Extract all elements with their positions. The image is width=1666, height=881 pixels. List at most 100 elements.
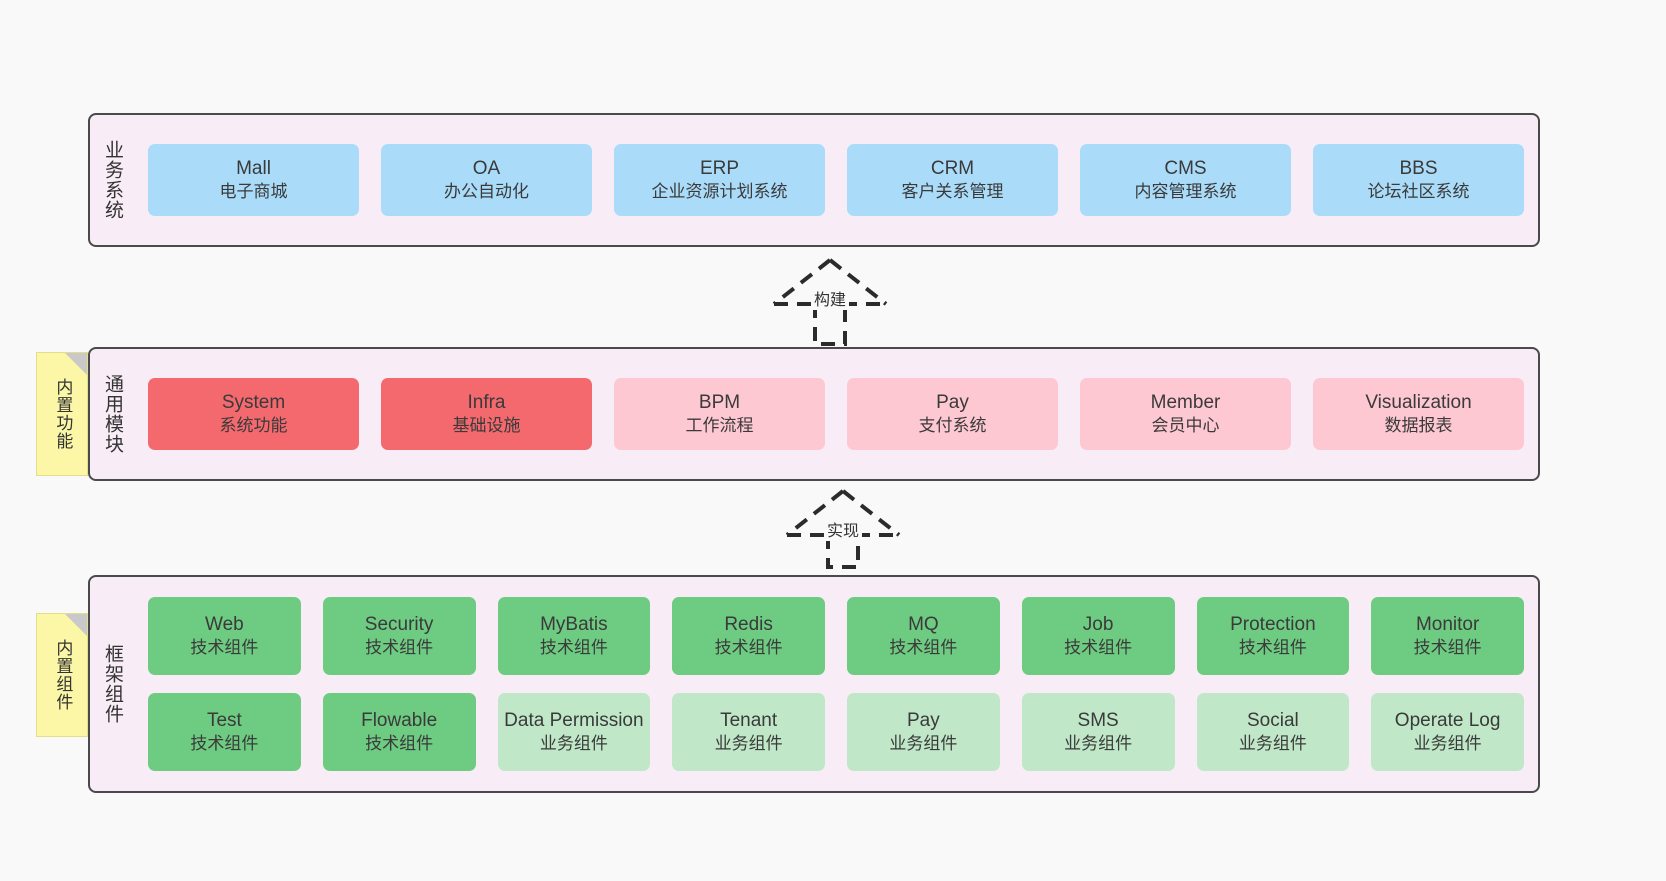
layer-title-modules: 通用模块	[101, 374, 123, 454]
card-subtitle: 技术组件	[190, 734, 259, 754]
card-title: MyBatis	[540, 613, 608, 635]
sticky-note-label: 内置功能	[53, 378, 73, 450]
card-row: Test 技术组件 Flowable 技术组件 Data Permission …	[148, 693, 1524, 771]
card-web[interactable]: Web 技术组件	[148, 597, 301, 675]
card-subtitle: 业务组件	[714, 734, 783, 754]
connector-label: 实现	[823, 517, 863, 541]
card-job[interactable]: Job 技术组件	[1021, 597, 1175, 675]
card-bbs[interactable]: BBS 论坛社区系统	[1313, 144, 1524, 216]
card-title: Member	[1150, 391, 1221, 413]
card-operate-log[interactable]: Operate Log 业务组件	[1371, 693, 1524, 771]
card-mybatis[interactable]: MyBatis 技术组件	[497, 597, 651, 675]
card-title: Social	[1247, 709, 1299, 731]
card-subtitle: 数据报表	[1384, 416, 1453, 436]
card-infra[interactable]: Infra 基础设施	[381, 378, 592, 450]
card-pay[interactable]: Pay 支付系统	[847, 378, 1058, 450]
connector-label: 构建	[810, 286, 850, 310]
connector-build: 构建	[755, 256, 905, 346]
card-subtitle: 工作流程	[685, 416, 754, 436]
card-visualization[interactable]: Visualization 数据报表	[1313, 378, 1524, 450]
card-subtitle: 业务组件	[1238, 734, 1307, 754]
card-subtitle: 技术组件	[1238, 638, 1307, 658]
layer-title-framework: 框架组件	[101, 644, 123, 724]
card-subtitle: 内容管理系统	[1134, 182, 1237, 202]
card-subtitle: 基础设施	[452, 416, 521, 436]
card-title: Flowable	[361, 709, 438, 731]
card-title: Monitor	[1415, 613, 1480, 635]
card-monitor[interactable]: Monitor 技术组件	[1371, 597, 1524, 675]
card-subtitle: 技术组件	[1413, 638, 1482, 658]
card-title: Protection	[1230, 613, 1316, 635]
card-subtitle: 企业资源计划系统	[651, 182, 788, 202]
card-title: SMS	[1077, 709, 1119, 731]
card-subtitle: 支付系统	[918, 416, 987, 436]
card-subtitle: 技术组件	[365, 734, 434, 754]
card-title: Data Permission	[504, 709, 644, 731]
card-test[interactable]: Test 技术组件	[148, 693, 301, 771]
sticky-note-builtin-components: 内置组件	[36, 613, 88, 737]
connector-implement: 实现	[768, 487, 918, 569]
card-mall[interactable]: Mall 电子商城	[148, 144, 359, 216]
card-subtitle: 办公自动化	[444, 182, 529, 202]
card-pay-component[interactable]: Pay 业务组件	[847, 693, 1000, 771]
card-subtitle: 系统功能	[219, 416, 288, 436]
card-security[interactable]: Security 技术组件	[322, 597, 476, 675]
card-title: Mall	[236, 157, 271, 179]
card-title: Infra	[467, 391, 506, 413]
card-title: Pay	[907, 709, 940, 731]
card-title: Web	[205, 613, 244, 635]
card-system[interactable]: System 系统功能	[148, 378, 359, 450]
card-crm[interactable]: CRM 客户关系管理	[847, 144, 1058, 216]
card-protection[interactable]: Protection 技术组件	[1196, 597, 1350, 675]
card-member[interactable]: Member 会员中心	[1080, 378, 1291, 450]
card-oa[interactable]: OA 办公自动化	[381, 144, 592, 216]
card-row: System 系统功能 Infra 基础设施 BPM 工作流程 Pay 支付系统…	[148, 378, 1524, 450]
card-tenant[interactable]: Tenant 业务组件	[672, 693, 825, 771]
card-subtitle: 论坛社区系统	[1367, 182, 1470, 202]
card-subtitle: 技术组件	[190, 638, 259, 658]
card-title: OA	[472, 157, 501, 179]
card-sms[interactable]: SMS 业务组件	[1021, 693, 1175, 771]
card-title: Job	[1082, 613, 1114, 635]
card-title: Tenant	[720, 709, 778, 731]
card-row: Mall 电子商城 OA 办公自动化 ERP 企业资源计划系统 CRM 客户关系…	[148, 144, 1524, 216]
card-title: Redis	[724, 613, 773, 635]
layer-framework-components: 框架组件 Web 技术组件 Security 技术组件 MyBatis 技术组件…	[88, 575, 1540, 793]
card-title: BBS	[1399, 157, 1438, 179]
card-subtitle: 业务组件	[889, 734, 958, 754]
card-subtitle: 技术组件	[365, 638, 434, 658]
card-erp[interactable]: ERP 企业资源计划系统	[614, 144, 825, 216]
layer-body-modules: System 系统功能 Infra 基础设施 BPM 工作流程 Pay 支付系统…	[134, 349, 1538, 479]
card-cms[interactable]: CMS 内容管理系统	[1080, 144, 1291, 216]
card-subtitle: 技术组件	[714, 638, 783, 658]
card-title: Visualization	[1365, 391, 1472, 413]
sticky-note-label: 内置组件	[53, 639, 73, 711]
card-title: BPM	[698, 391, 741, 413]
card-subtitle: 会员中心	[1151, 416, 1220, 436]
card-title: CMS	[1164, 157, 1207, 179]
card-data-permission[interactable]: Data Permission 业务组件	[497, 693, 651, 771]
card-subtitle: 业务组件	[539, 734, 608, 754]
card-subtitle: 业务组件	[1413, 734, 1482, 754]
card-title: System	[221, 391, 286, 413]
layer-body-business: Mall 电子商城 OA 办公自动化 ERP 企业资源计划系统 CRM 客户关系…	[134, 115, 1538, 245]
layer-common-modules: 通用模块 System 系统功能 Infra 基础设施 BPM 工作流程 Pay…	[88, 347, 1540, 481]
card-mq[interactable]: MQ 技术组件	[847, 597, 1000, 675]
card-subtitle: 客户关系管理	[901, 182, 1004, 202]
card-title: ERP	[699, 157, 740, 179]
card-title: Pay	[936, 391, 969, 413]
card-title: MQ	[908, 613, 939, 635]
card-subtitle: 电子商城	[219, 182, 288, 202]
card-redis[interactable]: Redis 技术组件	[672, 597, 825, 675]
sticky-note-builtin-features: 内置功能	[36, 352, 88, 476]
card-title: Operate Log	[1394, 709, 1501, 731]
card-title: Test	[206, 709, 242, 731]
card-subtitle: 技术组件	[889, 638, 958, 658]
card-title: Security	[364, 613, 434, 635]
card-subtitle: 技术组件	[539, 638, 608, 658]
layer-body-framework: Web 技术组件 Security 技术组件 MyBatis 技术组件 Redi…	[134, 577, 1538, 791]
card-bpm[interactable]: BPM 工作流程	[614, 378, 825, 450]
card-subtitle: 业务组件	[1064, 734, 1133, 754]
card-flowable[interactable]: Flowable 技术组件	[322, 693, 476, 771]
card-social[interactable]: Social 业务组件	[1196, 693, 1350, 771]
